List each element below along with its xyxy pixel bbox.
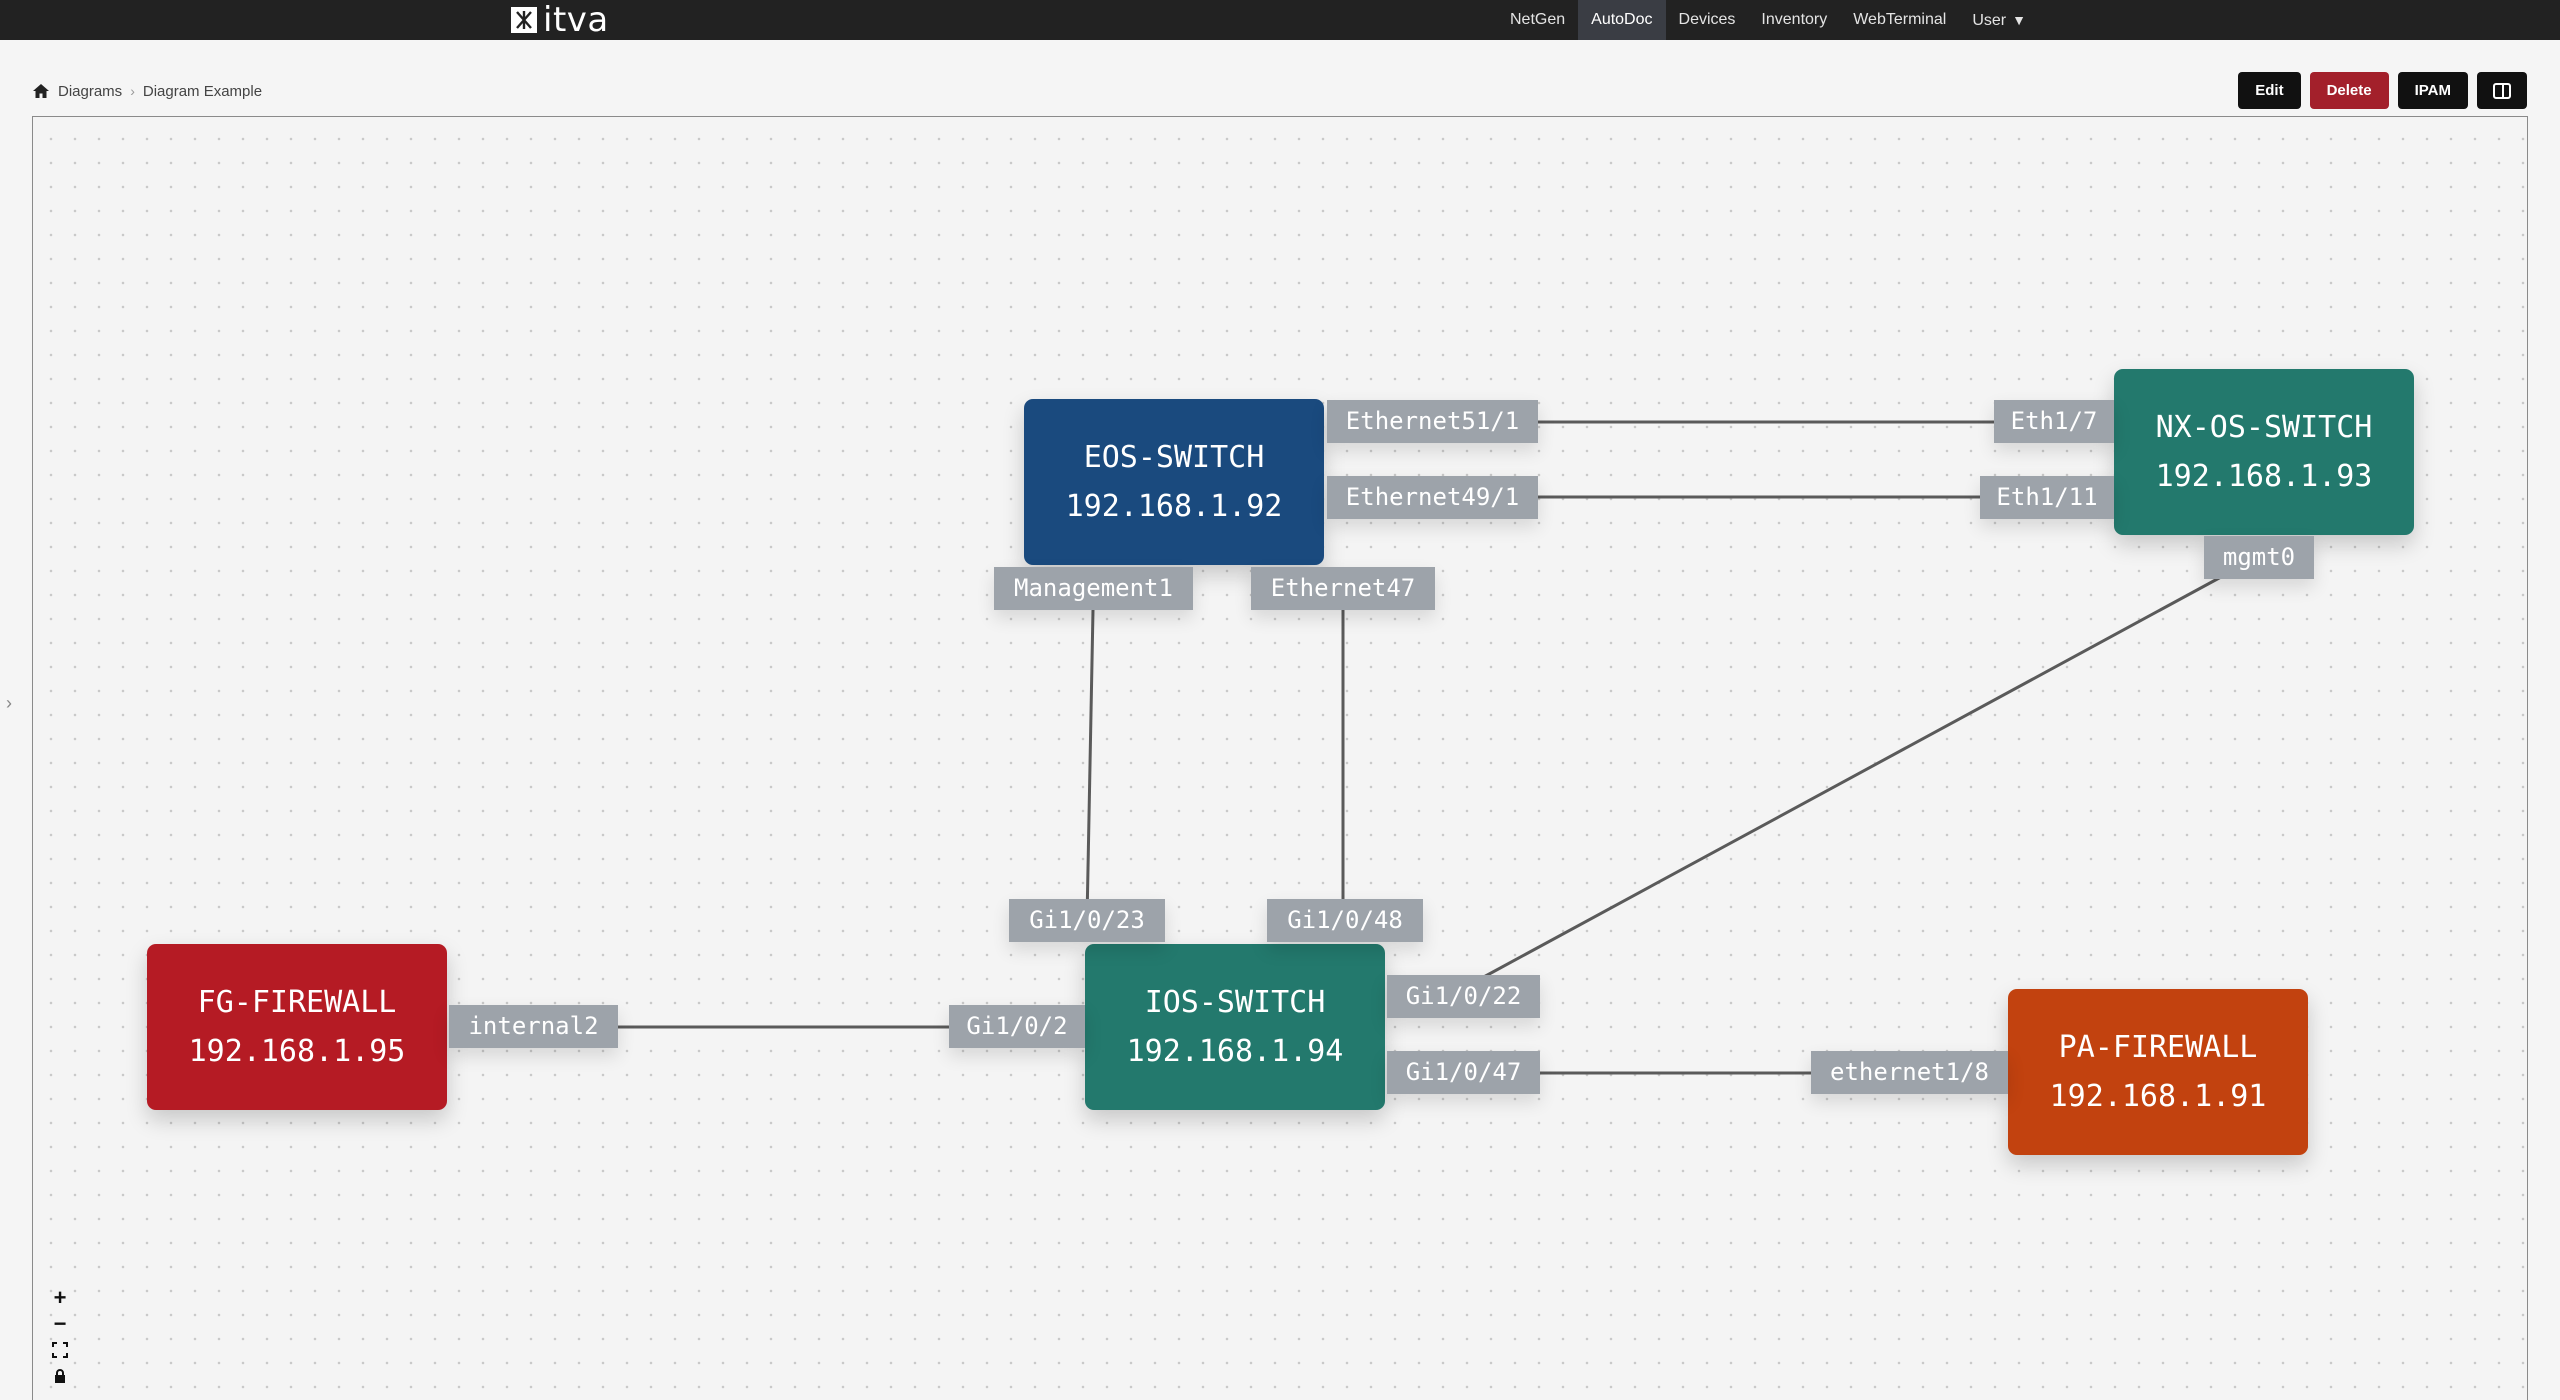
node-hostname: NX-OS-SWITCH	[2155, 410, 2373, 445]
main-nav: NetGen AutoDoc Devices Inventory WebTerm…	[1497, 0, 2039, 40]
ipam-button[interactable]: IPAM	[2397, 72, 2468, 109]
brand-logo-icon	[511, 7, 537, 33]
port-label[interactable]: Gi1/0/47	[1387, 1051, 1540, 1094]
node-pa-firewall[interactable]: PA-FIREWALL 192.168.1.91	[2008, 989, 2308, 1155]
port-label[interactable]: Eth1/11	[1980, 476, 2114, 519]
chevron-right-icon: ›	[130, 83, 135, 99]
lock-icon	[55, 1369, 65, 1383]
breadcrumb: Diagrams › Diagram Example	[32, 80, 262, 102]
node-hostname: PA-FIREWALL	[2058, 1030, 2258, 1065]
toggle-panel-button[interactable]	[2477, 72, 2527, 109]
nav-webterminal[interactable]: WebTerminal	[1853, 11, 1947, 28]
action-bar: Edit Delete IPAM	[2238, 72, 2527, 109]
delete-button[interactable]: Delete	[2309, 72, 2389, 109]
nav-devices[interactable]: Devices	[1678, 11, 1736, 28]
link-eos-ios-mgmt[interactable]	[1085, 609, 1095, 921]
nav-netgen[interactable]: NetGen	[1510, 11, 1566, 28]
brand[interactable]: itva	[511, 2, 609, 38]
nav-inventory[interactable]: Inventory	[1761, 11, 1828, 28]
port-label[interactable]: Gi1/0/23	[1009, 899, 1165, 942]
edit-button[interactable]: Edit	[2238, 72, 2301, 109]
node-ip: 192.168.1.95	[188, 1034, 406, 1069]
breadcrumb-diagrams-link[interactable]: Diagrams	[58, 82, 123, 100]
port-label[interactable]: Ethernet47	[1251, 567, 1435, 610]
link-lines	[618, 420, 2222, 1075]
node-hostname: EOS-SWITCH	[1083, 440, 1265, 475]
node-ip: 192.168.1.92	[1065, 489, 1283, 524]
node-ip: 192.168.1.93	[2155, 459, 2373, 494]
top-navbar: itva NetGen AutoDoc Devices Inventory We…	[0, 0, 2560, 40]
node-eos-switch[interactable]: EOS-SWITCH 192.168.1.92	[1024, 399, 1324, 565]
home-icon[interactable]	[32, 83, 50, 99]
canvas-controls: + −	[48, 1285, 72, 1389]
nav-autodoc[interactable]: AutoDoc	[1578, 0, 1666, 40]
diagram-canvas[interactable]: EOS-SWITCH 192.168.1.92 NX-OS-SWITCH 192…	[32, 116, 2528, 1400]
fit-view-icon	[52, 1342, 68, 1358]
node-fg-firewall[interactable]: FG-FIREWALL 192.168.1.95	[147, 944, 447, 1110]
node-hostname: IOS-SWITCH	[1144, 985, 1326, 1020]
brand-name: itva	[543, 0, 609, 40]
breadcrumb-current: Diagram Example	[142, 82, 263, 100]
node-ip: 192.168.1.94	[1126, 1034, 1344, 1069]
zoom-out-button[interactable]: −	[53, 1311, 67, 1336]
port-label[interactable]: Gi1/0/48	[1267, 899, 1423, 942]
link-ios-nxos-mgmt[interactable]	[1479, 575, 2222, 981]
port-label[interactable]: Gi1/0/2	[949, 1005, 1085, 1048]
nav-user-menu[interactable]: User ▼	[1959, 0, 2039, 40]
node-ip: 192.168.1.91	[2049, 1079, 2267, 1114]
port-label[interactable]: ethernet1/8	[1811, 1051, 2008, 1094]
sidebar-expand-icon[interactable]: ›	[6, 693, 12, 713]
node-hostname: FG-FIREWALL	[197, 985, 397, 1020]
lock-button[interactable]	[49, 1363, 71, 1389]
node-ios-switch[interactable]: IOS-SWITCH 192.168.1.94	[1085, 944, 1385, 1110]
nav-user-label: User	[1972, 12, 2007, 29]
zoom-in-button[interactable]: +	[53, 1285, 67, 1310]
panel-layout-icon	[2493, 82, 2511, 99]
port-label[interactable]: Gi1/0/22	[1387, 975, 1540, 1018]
node-nxos-switch[interactable]: NX-OS-SWITCH 192.168.1.93	[2114, 369, 2414, 535]
fit-view-button[interactable]	[49, 1337, 71, 1363]
port-label[interactable]: Ethernet49/1	[1327, 476, 1538, 519]
port-label[interactable]: Ethernet51/1	[1327, 400, 1538, 443]
caret-down-icon: ▼	[2012, 12, 2026, 28]
port-label[interactable]: mgmt0	[2204, 536, 2314, 579]
port-label[interactable]: Eth1/7	[1994, 400, 2114, 443]
port-label[interactable]: internal2	[449, 1005, 618, 1048]
port-label[interactable]: Management1	[994, 567, 1193, 610]
